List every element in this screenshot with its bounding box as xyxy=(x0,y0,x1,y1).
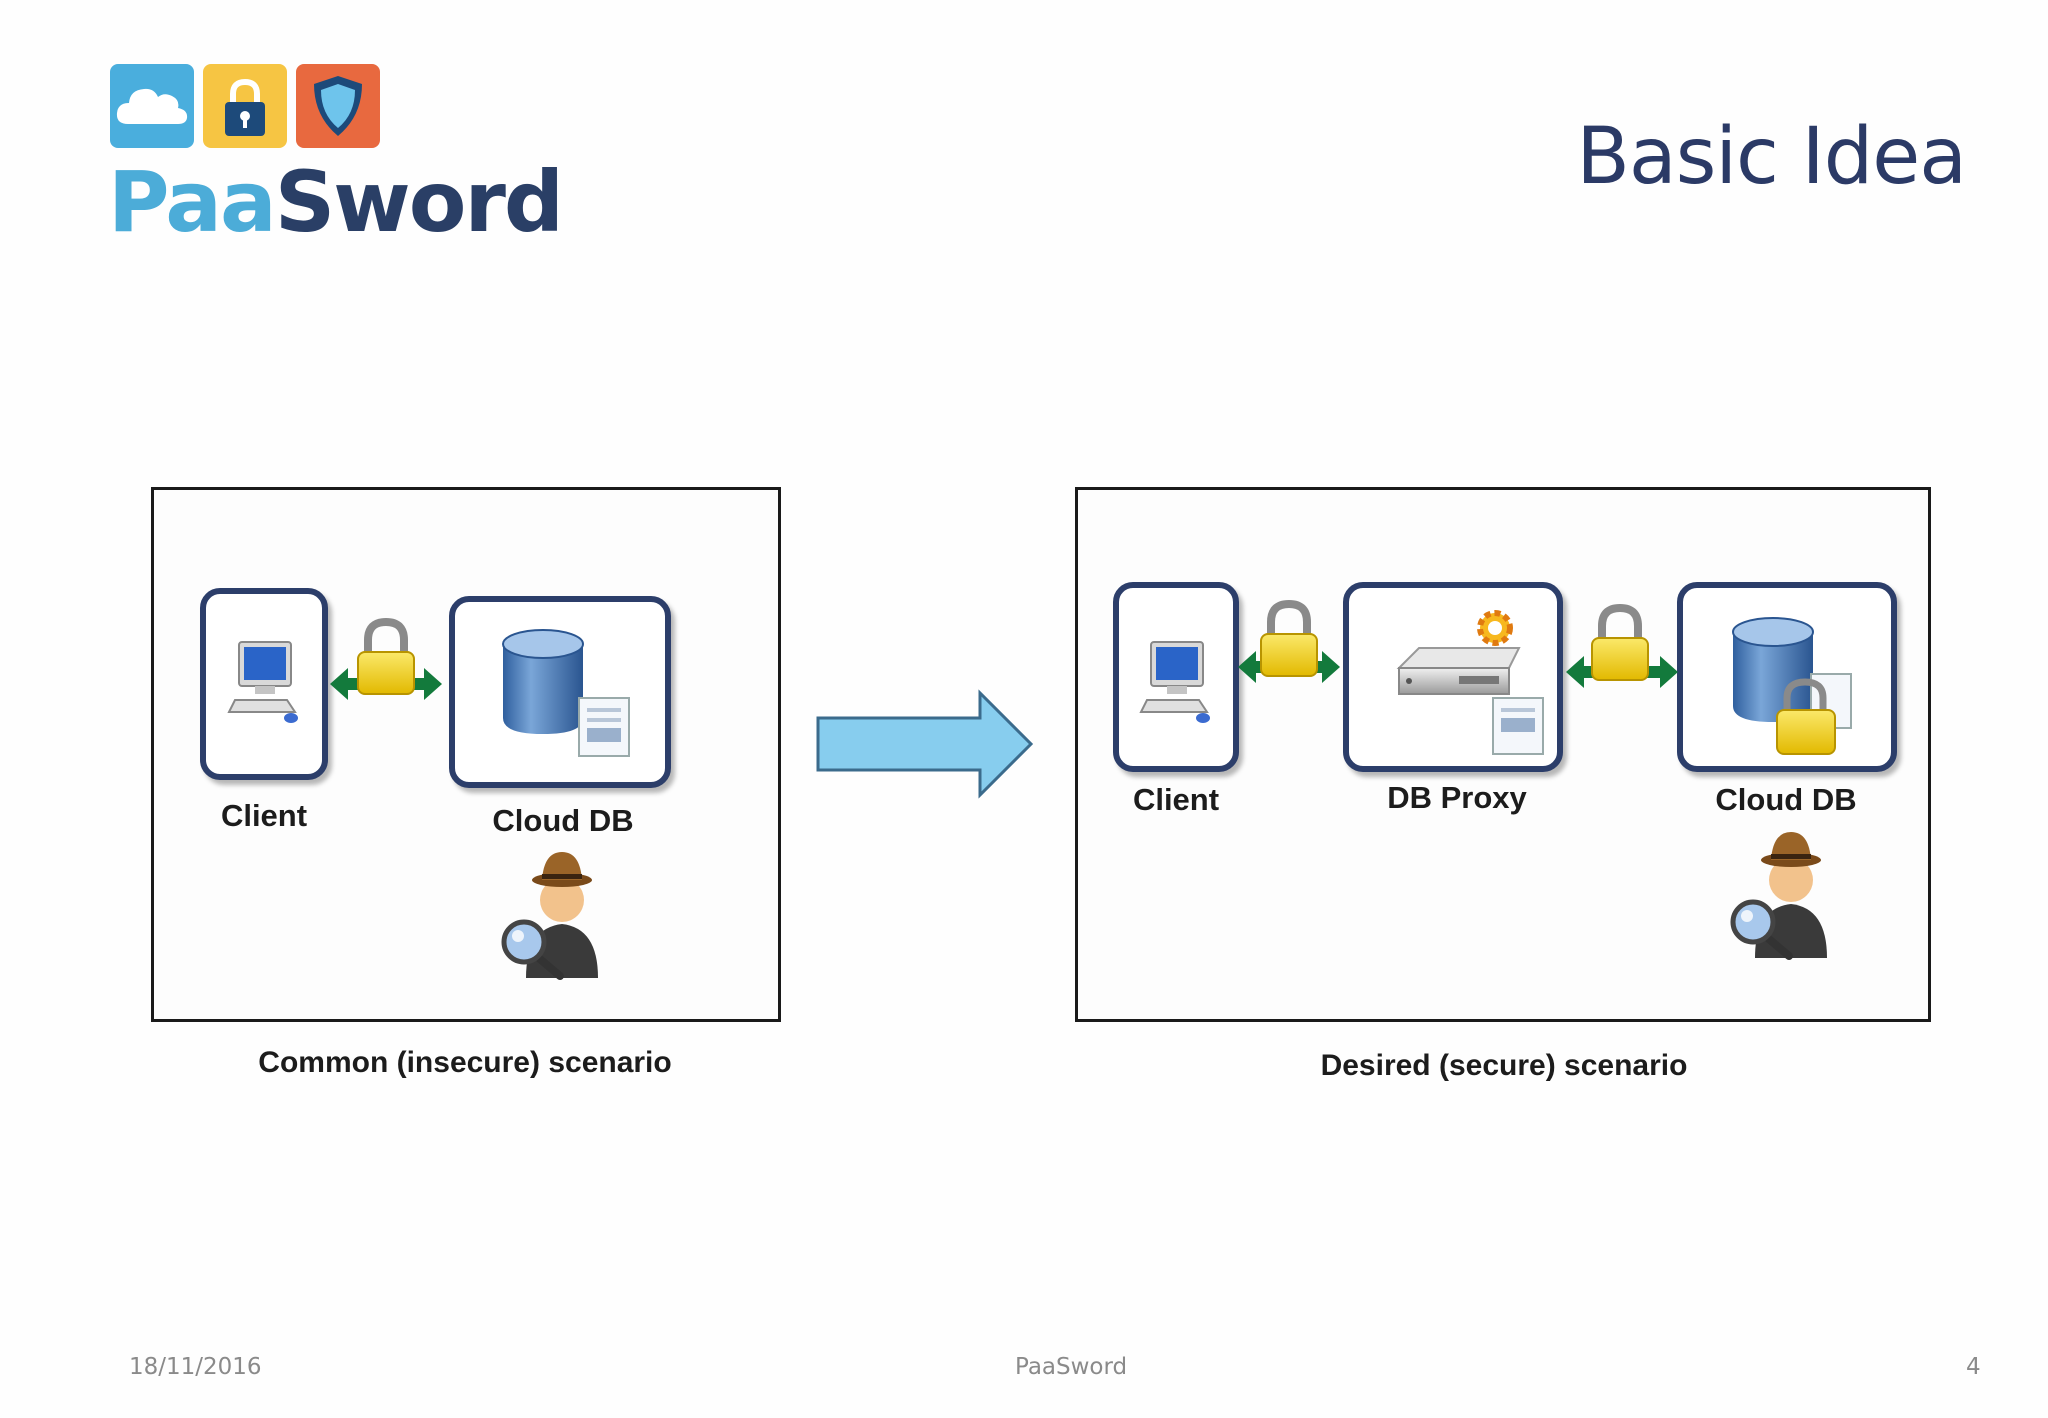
logo-tile-cloud xyxy=(110,64,194,148)
cloud-db-node xyxy=(449,596,671,788)
insecure-scenario-caption: Common (insecure) scenario xyxy=(258,1046,672,1079)
computer-icon xyxy=(1139,641,1210,723)
footer-date: 18/11/2016 xyxy=(129,1354,262,1380)
computer-icon xyxy=(227,641,298,723)
cloud-icon xyxy=(116,88,188,124)
padlock-icon xyxy=(357,617,415,695)
client-node xyxy=(200,588,328,780)
client-node xyxy=(1113,582,1239,772)
secure-scenario-caption: Desired (secure) scenario xyxy=(1320,1049,1688,1082)
client-label: Client xyxy=(220,798,308,833)
logo-tile-shield xyxy=(296,64,380,148)
transition-arrow xyxy=(816,689,1034,799)
page-number: 4 xyxy=(1966,1354,1981,1380)
attacker-icon xyxy=(501,852,598,980)
encrypted-database-icon xyxy=(1732,617,1852,755)
logo-wordmark: PaaSword xyxy=(108,153,564,251)
database-icon xyxy=(502,629,630,757)
padlock-icon xyxy=(1260,599,1318,677)
server-icon xyxy=(1396,610,1544,755)
db-proxy-node xyxy=(1343,582,1563,772)
db-proxy-label: DB Proxy xyxy=(1387,780,1527,815)
cloud-db-label: Cloud DB xyxy=(1715,782,1857,817)
client-label: Client xyxy=(1132,782,1220,817)
padlock-icon xyxy=(1591,603,1649,681)
attacker-icon xyxy=(1730,832,1827,960)
shield-icon xyxy=(314,76,362,136)
logo-tile-lock xyxy=(203,64,287,148)
cloud-db-label: Cloud DB xyxy=(492,803,634,838)
slide-title: Basic Idea xyxy=(1576,112,1967,202)
footer-center-text: PaaSword xyxy=(1015,1354,1128,1380)
cloud-db-node xyxy=(1677,582,1897,772)
padlock-icon xyxy=(225,78,265,136)
